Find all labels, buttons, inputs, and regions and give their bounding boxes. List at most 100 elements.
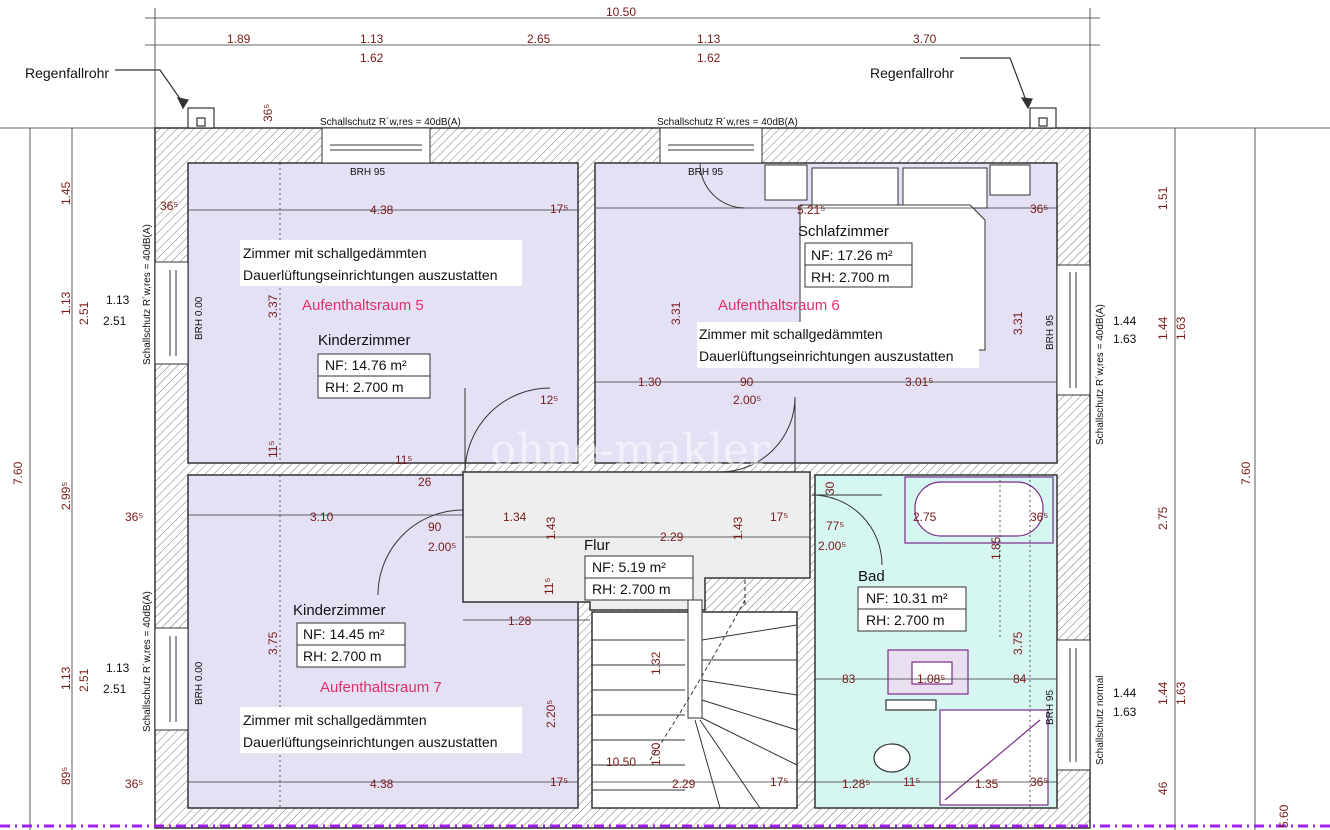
note-k5-line1: Zimmer mit schallgedämmten (243, 245, 427, 261)
dim-schlaf-height-2: 3.31 (1011, 311, 1025, 335)
dim-wall-175-b: 17⁵ (770, 510, 788, 524)
dim-flur-143b: 1.43 (731, 516, 745, 540)
dim-k5-width: 4.38 (370, 203, 394, 217)
note-backgrounds (240, 240, 979, 753)
dim-left-895: 89⁵ (59, 767, 73, 785)
dim-bad-275: 2.75 (913, 510, 937, 524)
dim-right-151: 1.51 (1156, 186, 1170, 210)
dim-right-163b: 1.63 (1174, 681, 1188, 705)
dim-200-c: 2.00⁵ (818, 539, 846, 553)
dim-top-4b: 1.62 (697, 51, 721, 65)
dim-bad-84: 84 (1013, 672, 1027, 686)
dim-left-113: 1.13 (59, 291, 73, 315)
dim-200-a: 2.00⁵ (733, 393, 761, 407)
brh95-right-upper: BRH 95 (1045, 315, 1056, 350)
dim-stair-128: 1.28 (508, 614, 532, 628)
dim-130: 1.30 (638, 375, 662, 389)
note-k5-line2: Dauerlüftungseinrichtungen auszustatten (243, 267, 498, 283)
dim-win-right-144b: 1.44 (1113, 686, 1137, 700)
brh95-top-left: BRH 95 (350, 167, 385, 178)
dim-wall-26: 26 (418, 475, 432, 489)
dim-wall-30: 30 (823, 481, 837, 495)
dim-wall-175-d: 17⁵ (770, 775, 788, 789)
room-flur (462, 471, 811, 611)
dim-k5-height: 3.37 (266, 294, 280, 318)
dim-win-right-163: 1.63 (1113, 332, 1137, 346)
room-name-kinder5: Kinderzimmer (318, 332, 411, 349)
dim-k7-height: 3.75 (266, 631, 280, 655)
room-data-boxes (296, 242, 967, 668)
dim-bad-83: 83 (842, 672, 856, 686)
dim-top-1: 1.89 (227, 32, 251, 46)
dim-top-2b: 1.62 (360, 51, 384, 65)
dim-wall-775: 77⁵ (826, 519, 844, 533)
dim-bad-135: 1.35 (975, 777, 999, 791)
dim-stair-132: 1.32 (649, 651, 663, 675)
dim-schlaf-height: 3.31 (669, 301, 683, 325)
dim-bad-1085: 1.08⁵ (917, 672, 945, 686)
note-k7-line1: Zimmer mit schallgedämmten (243, 712, 427, 728)
dim-right-163: 1.63 (1174, 316, 1188, 340)
note-schlaf-line2: Dauerlüftungseinrichtungen auszustatten (699, 348, 954, 364)
sound-top-right: Schallschutz R´w,res = 40dB(A) (657, 116, 798, 128)
dim-right-corner: 5.60 (1277, 804, 1291, 828)
dim-wall-115-a: 11⁵ (395, 453, 412, 467)
note-k7-line2: Dauerlüftungseinrichtungen auszustatten (243, 734, 498, 750)
brh95-top-right: BRH 95 (688, 167, 723, 178)
dim-right-144b: 1.44 (1156, 681, 1170, 705)
dim-bad-375: 3.75 (1011, 631, 1025, 655)
dim-stair-2205: 2.20⁵ (544, 700, 558, 728)
rh-kinder5: RH: 2.700 m (325, 379, 404, 395)
sound-right-upper: Schallschutz R´w,res = 40dB(A) (1094, 304, 1106, 445)
dim-stair-100: 1.00 (649, 742, 663, 766)
sound-left-upper: Schallschutz R´w,res = 40dB(A) (141, 224, 153, 365)
aufenthalt-5: Aufenthaltsraum 5 (302, 297, 424, 314)
dim-wall-115-c: 11⁵ (542, 578, 556, 595)
dim-top-4: 1.13 (697, 32, 721, 46)
dim-wall-1285: 1.28⁵ (842, 777, 870, 791)
brh95-right-lower: BRH 95 (1045, 690, 1056, 725)
dim-top-2: 1.13 (360, 32, 384, 46)
dim-right-144: 1.44 (1156, 316, 1170, 340)
dim-k7-width: 3.10 (310, 510, 334, 524)
brh0-left-upper: BRH 0.00 (194, 296, 205, 340)
dim-stair-1050: 10.50 (606, 755, 636, 769)
dim-win-left-251b: 2.51 (103, 682, 127, 696)
rh-bad: RH: 2.700 m (866, 612, 945, 628)
dim-flur-143: 1.43 (544, 516, 558, 540)
dim-flur-229: 2.29 (660, 530, 684, 544)
dim-left-total: 7.60 (11, 461, 25, 485)
dim-flur-134: 1.34 (503, 510, 527, 524)
sound-top-left: Schallschutz R´w,res = 40dB(A) (320, 116, 461, 128)
dim-right-275: 2.75 (1156, 506, 1170, 530)
dim-90-a: 90 (740, 375, 754, 389)
dim-win-left-113b: 1.13 (106, 661, 130, 675)
room-name-bad: Bad (858, 568, 885, 585)
rh-kinder7: RH: 2.700 m (303, 648, 382, 664)
nf-schlaf: NF: 17.26 m² (811, 247, 893, 263)
rh-flur: RH: 2.700 m (592, 581, 671, 597)
dim-right-total: 7.60 (1239, 461, 1253, 485)
rain-pipes (115, 57, 1057, 129)
dim-bad-185: 1.85 (989, 536, 1003, 560)
dim-wall-115-b: 11⁵ (266, 441, 280, 458)
nf-kinder7: NF: 14.45 m² (303, 626, 385, 642)
dim-wall-365-d: 36⁵ (125, 510, 143, 524)
dim-wall-365-b: 36⁵ (261, 104, 275, 122)
dim-90-b: 90 (428, 520, 442, 534)
dim-3015: 3.01⁵ (905, 375, 933, 389)
rain-pipe-left-label: Regenfallrohr (25, 65, 109, 81)
dim-left-145: 1.45 (59, 181, 73, 205)
brh0-left-lower: BRH 0.00 (194, 661, 205, 705)
dim-wall-115-d: 11⁵ (903, 775, 920, 789)
aufenthalt-7: Aufenthaltsraum 7 (320, 679, 442, 696)
sound-left-lower: Schallschutz R´w,res = 40dB(A) (141, 591, 153, 732)
dim-win-right-163b: 1.63 (1113, 705, 1137, 719)
dim-top-total: 10.50 (606, 5, 636, 19)
dim-schlaf-width: 5.21⁵ (797, 203, 825, 217)
room-name-kinder7: Kinderzimmer (293, 602, 386, 619)
watermark-text: ohne-makler (490, 425, 771, 476)
dim-win-left-251: 2.51 (103, 314, 127, 328)
dim-top-5: 3.70 (913, 32, 937, 46)
